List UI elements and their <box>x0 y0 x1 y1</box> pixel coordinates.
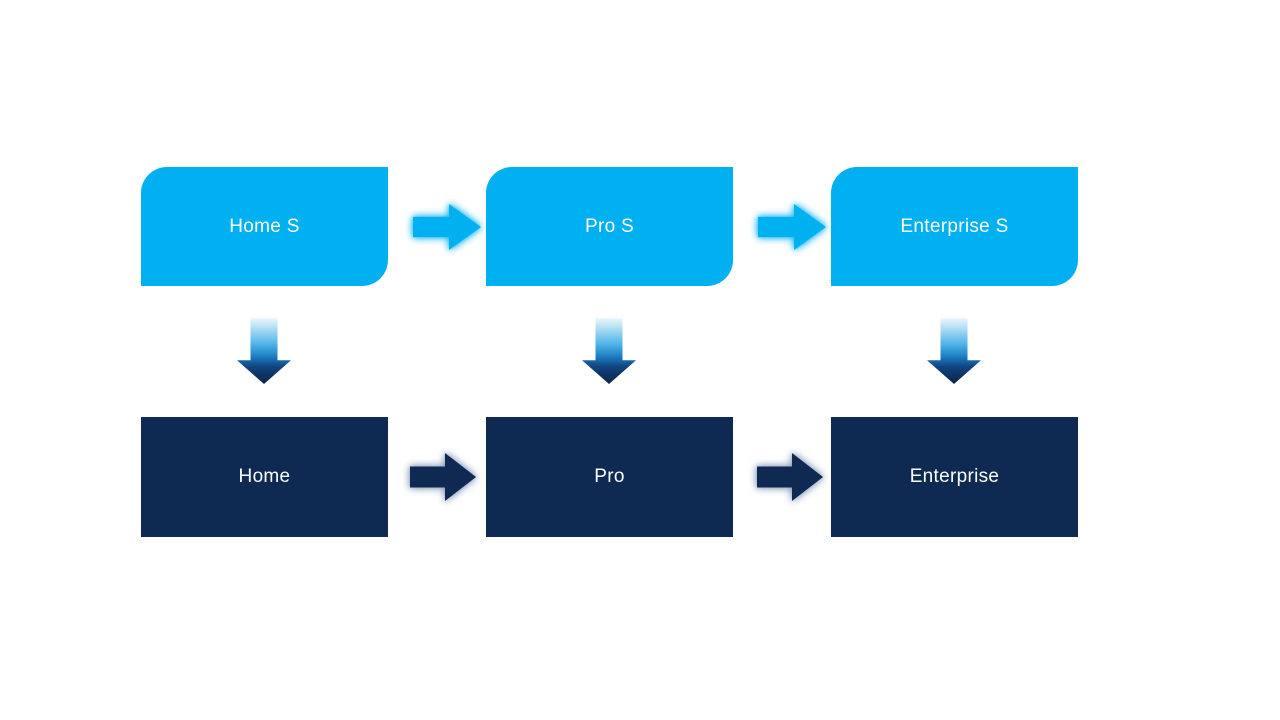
right-arrow-icon <box>758 204 826 250</box>
node-home: Home <box>141 417 388 537</box>
node-pro-s: Pro S <box>486 167 733 286</box>
node-enterprise-s: Enterprise S <box>831 167 1078 286</box>
node-pro-label: Pro <box>594 466 625 487</box>
right-arrow-shape <box>758 204 826 250</box>
right-arrow-icon <box>413 204 481 250</box>
node-home-label: Home <box>238 466 291 487</box>
right-arrow-shape <box>413 204 481 250</box>
node-home-s: Home S <box>141 167 388 286</box>
down-arrow-icon <box>237 318 291 384</box>
right-arrow-icon <box>410 453 476 501</box>
node-enterprise-s-label: Enterprise S <box>900 215 1009 237</box>
node-pro-s-label: Pro S <box>584 215 635 237</box>
down-arrow-icon <box>582 318 636 384</box>
node-home-s-label: Home S <box>229 215 300 237</box>
down-arrow-icon <box>927 318 981 384</box>
right-arrow-icon <box>757 453 823 501</box>
right-arrow-shape <box>757 453 823 501</box>
node-pro: Pro <box>486 417 733 537</box>
right-arrow-shape <box>410 453 476 501</box>
node-enterprise-label: Enterprise <box>909 466 1000 487</box>
node-enterprise: Enterprise <box>831 417 1078 537</box>
